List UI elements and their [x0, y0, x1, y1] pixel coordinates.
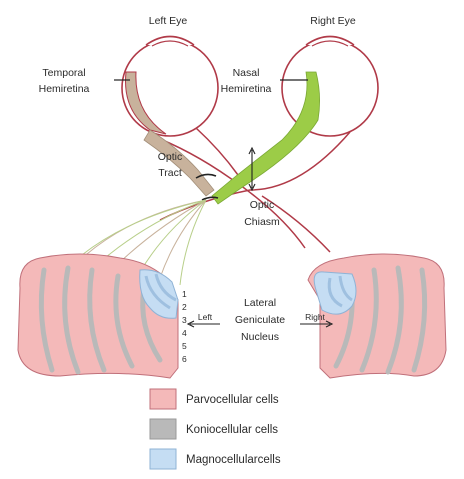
left-eye-label: Left Eye: [149, 15, 188, 27]
optic-chiasm-label-1: Optic: [250, 199, 275, 211]
legend-swatch-konio: [150, 419, 176, 439]
lgn-label-3: Nucleus: [241, 331, 279, 343]
lgn-label-1: Lateral: [244, 297, 276, 309]
optic-tract-label-2: Tract: [158, 167, 182, 179]
right-eye: [282, 37, 378, 137]
layer-number-4: 4: [182, 328, 187, 338]
temporal-fibers: [144, 130, 214, 196]
layer-number-2: 2: [182, 302, 187, 312]
layer-number-6: 6: [182, 354, 187, 364]
layer-number-3: 3: [182, 315, 187, 325]
legend-label-konio: Koniocellular cells: [186, 424, 278, 436]
legend-swatch-parvo: [150, 389, 176, 409]
nasal-hemiretina-label: Hemiretina: [221, 83, 272, 95]
left-lgn: [18, 254, 178, 378]
left-eye: [122, 37, 218, 137]
optic-nerve-outlines: [150, 128, 350, 252]
legend: Parvocellular cells Koniocellular cells …: [150, 389, 281, 469]
legend-label-magno: Magnocellularcells: [186, 454, 281, 466]
temporal-label: Temporal: [42, 67, 85, 79]
optic-tract-label-1: Optic: [158, 151, 183, 163]
right-lgn: [308, 254, 446, 378]
nasal-label: Nasal: [233, 67, 260, 79]
legend-label-parvo: Parvocellular cells: [186, 394, 279, 406]
legend-swatch-magno: [150, 449, 176, 469]
left-arrow-label: Left: [198, 312, 213, 322]
right-arrow-label: Right: [305, 312, 325, 322]
layer-number-5: 5: [182, 341, 187, 351]
temporal-hemiretina-label: Hemiretina: [39, 83, 90, 95]
layer-number-1: 1: [182, 289, 187, 299]
optic-chiasm-label-2: Chiasm: [244, 216, 280, 228]
lgn-label-2: Geniculate: [235, 314, 285, 326]
right-eye-label: Right Eye: [310, 15, 356, 27]
